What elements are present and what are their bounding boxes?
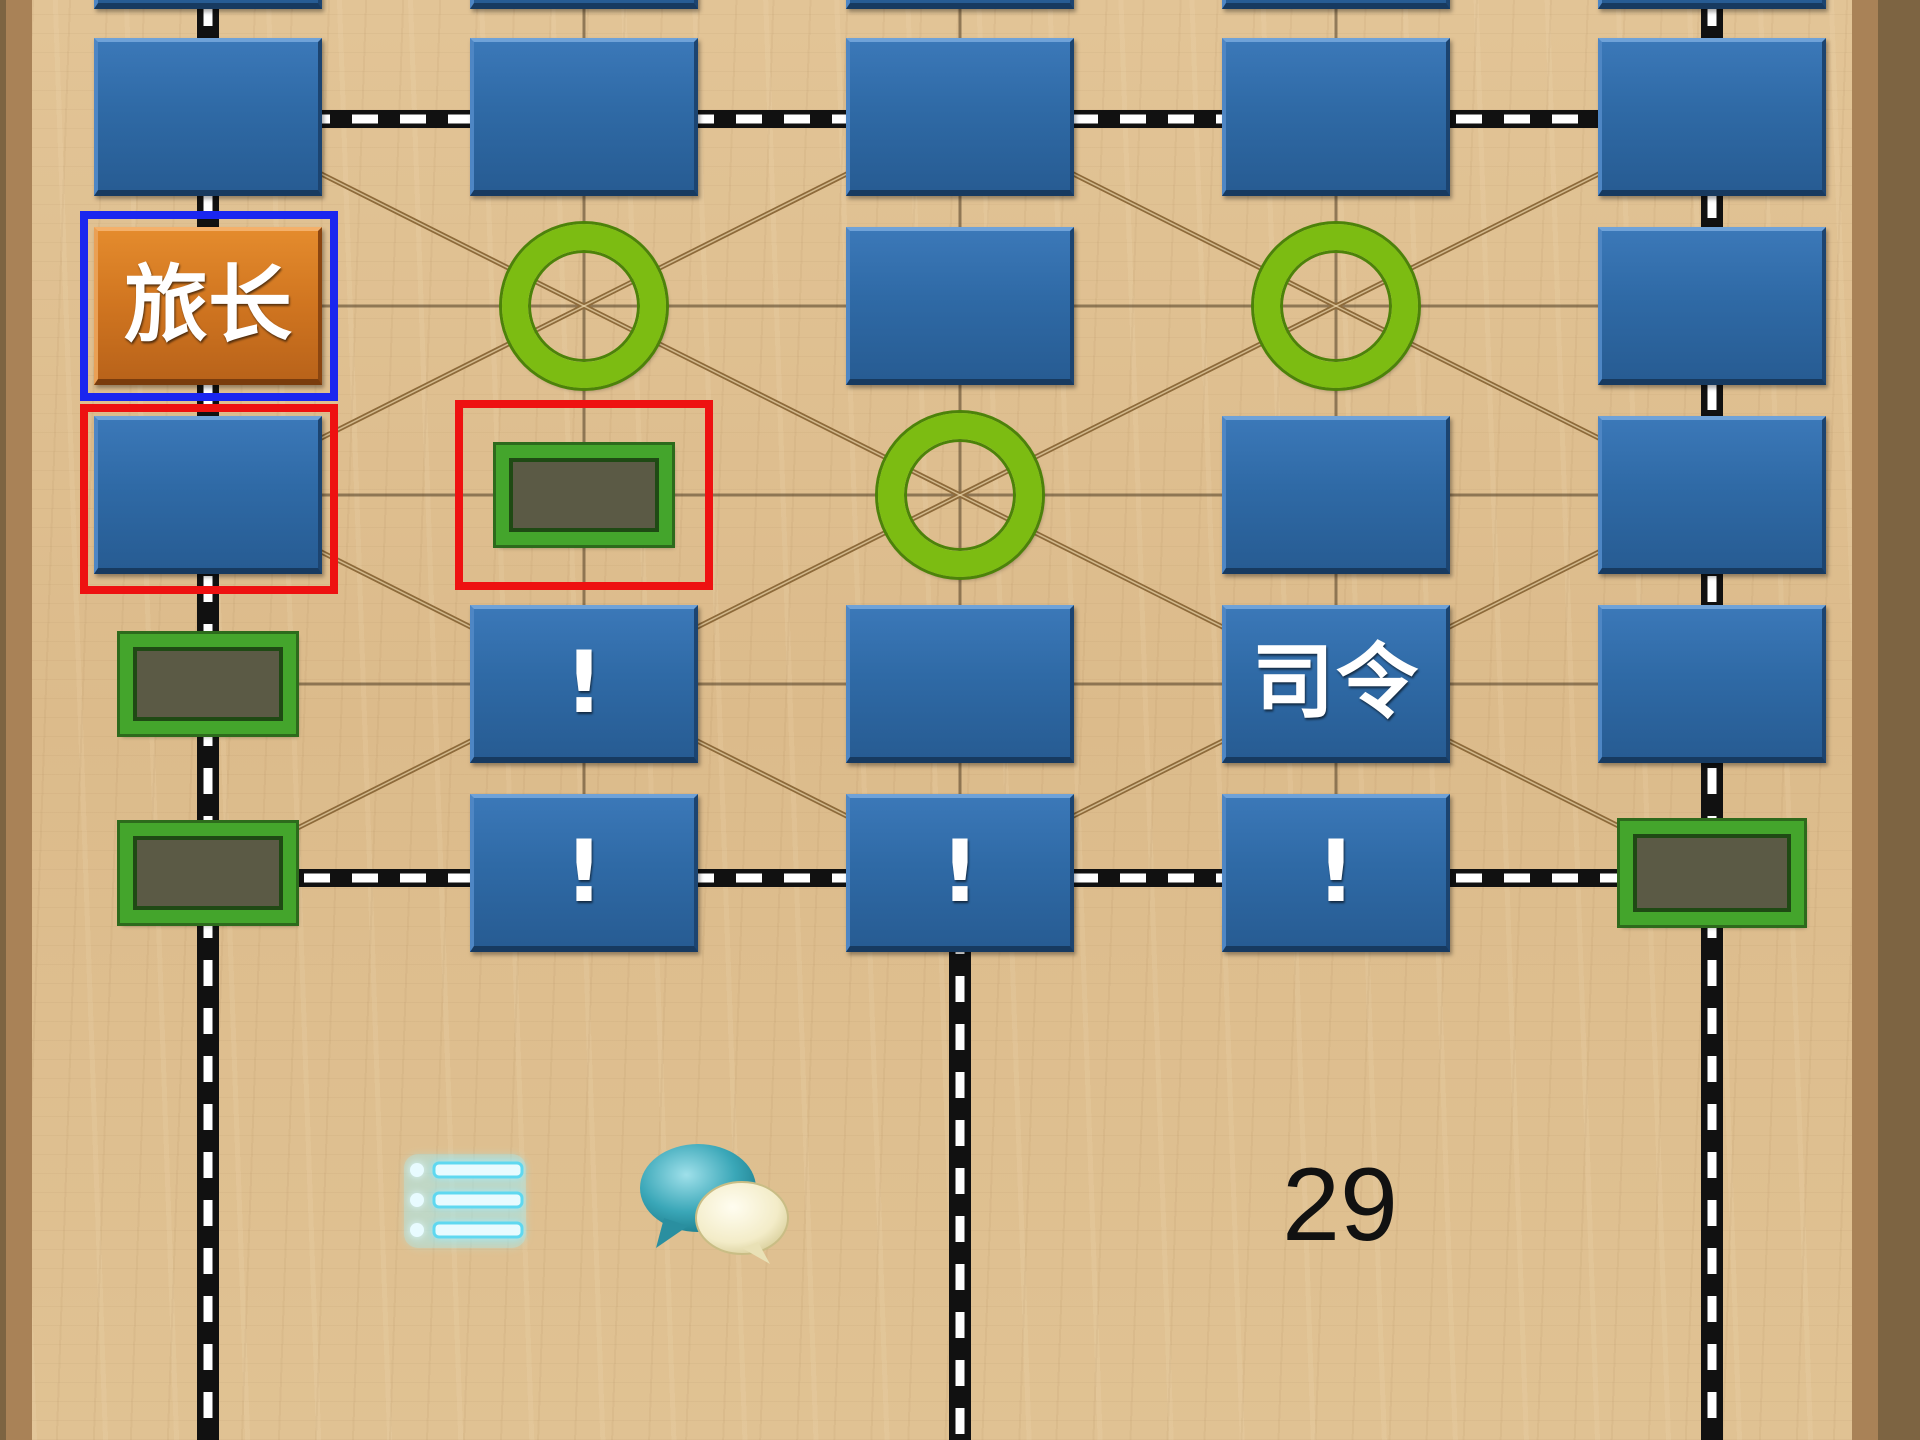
headquarters-station[interactable]: [120, 823, 296, 923]
piece-label: !: [1316, 822, 1356, 922]
piece-covered[interactable]: [1598, 416, 1826, 574]
piece-label: 旅长: [123, 256, 292, 354]
piece-covered[interactable]: [1598, 38, 1826, 196]
piece-flagged[interactable]: !: [846, 794, 1074, 952]
piece-covered[interactable]: [94, 38, 322, 196]
piece-covered[interactable]: [470, 38, 698, 196]
piece-covered[interactable]: [94, 416, 322, 574]
piece-label: !: [564, 822, 604, 922]
piece-brigadier[interactable]: 旅长: [94, 227, 322, 385]
piece-flagged[interactable]: !: [470, 605, 698, 763]
headquarters-station[interactable]: [120, 634, 296, 734]
camp-station[interactable]: [1254, 224, 1418, 388]
piece-label: 司令: [1251, 635, 1420, 730]
piece-label: !: [940, 822, 980, 922]
piece-covered[interactable]: [1222, 38, 1450, 196]
piece-covered[interactable]: [1598, 227, 1826, 385]
camp-station[interactable]: [502, 224, 666, 388]
piece-covered[interactable]: [1222, 0, 1450, 9]
piece-covered[interactable]: [846, 605, 1074, 763]
piece-flagged[interactable]: !: [1222, 794, 1450, 952]
piece-covered[interactable]: [846, 38, 1074, 196]
piece-flagged[interactable]: !: [470, 794, 698, 952]
camp-station[interactable]: [878, 413, 1042, 577]
piece-covered[interactable]: [1222, 416, 1450, 574]
headquarters-station[interactable]: [1620, 821, 1804, 925]
piece-covered[interactable]: [1598, 605, 1826, 763]
piece-covered[interactable]: [94, 0, 322, 9]
piece-commander[interactable]: 司令: [1222, 605, 1450, 763]
list-menu-icon[interactable]: [390, 1140, 540, 1260]
piece-covered[interactable]: [846, 227, 1074, 385]
piece-covered[interactable]: [470, 0, 698, 9]
piece-covered[interactable]: [846, 0, 1074, 9]
chat-bubbles-icon[interactable]: [630, 1130, 800, 1270]
piece-covered[interactable]: [1598, 0, 1826, 9]
piece-label: !: [564, 633, 604, 733]
turn-countdown: 29: [1282, 1147, 1398, 1263]
headquarters-station[interactable]: [496, 445, 672, 545]
